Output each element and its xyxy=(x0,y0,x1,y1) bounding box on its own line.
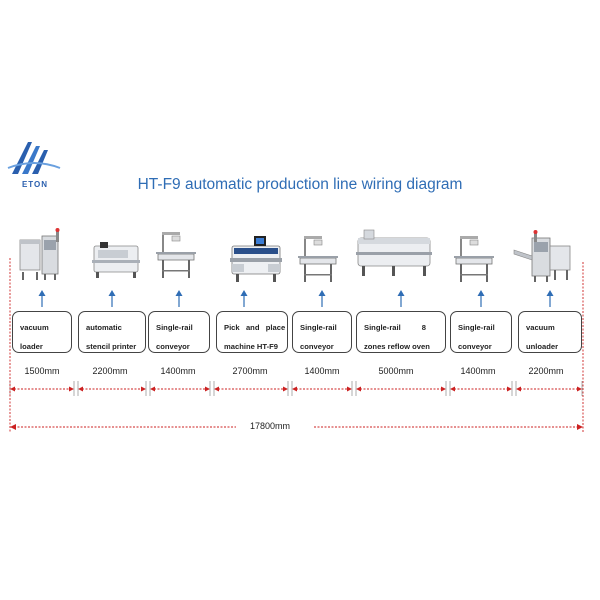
dimension-arrowhead-left xyxy=(150,386,155,392)
dimension-arrowhead-right xyxy=(441,386,446,392)
total-length-label: 17800mm xyxy=(249,421,291,431)
station-box-conveyor-2: Single-rail conveyor xyxy=(292,311,352,353)
up-arrow-head xyxy=(546,290,554,296)
station-box-pick-and-place: Pick and place machine HT-F9 xyxy=(216,311,288,353)
station-box-reflow-oven: Single-rail 8 zones reflow oven xyxy=(356,311,446,353)
station-label-line: Pick and place xyxy=(224,323,286,332)
station-box-vacuum-unloader: vacuum unloader xyxy=(518,311,582,353)
length-label-pick-and-place: 2700mm xyxy=(232,366,268,376)
dimension-arrowhead-left xyxy=(10,386,15,392)
dimension-arrowhead-right xyxy=(205,386,210,392)
up-arrow-head xyxy=(108,290,116,296)
diagram-title: HT-F9 automatic production line wiring d… xyxy=(137,176,463,193)
length-label-conveyor-1: 1400mm xyxy=(160,366,196,376)
loader-machine-icon xyxy=(19,228,60,280)
station-box-conveyor-3: Single-rail conveyor xyxy=(450,311,512,353)
dimension-arrowhead-left xyxy=(292,386,297,392)
station-label-line: conveyor xyxy=(300,342,334,351)
dimension-arrowhead-left xyxy=(516,386,521,392)
station-box-conveyor-1: Single-rail conveyor xyxy=(148,311,210,353)
dimension-arrowhead-left xyxy=(356,386,361,392)
up-arrow-head xyxy=(240,290,248,296)
station-label-line: vacuum xyxy=(526,323,555,332)
dimension-arrowhead-right xyxy=(577,386,582,392)
dimension-arrowhead-left xyxy=(450,386,455,392)
station-box-vacuum-loader: vacuum loader xyxy=(12,311,72,353)
up-arrow-head xyxy=(318,290,326,296)
reflow-oven-icon xyxy=(356,229,432,276)
up-arrow-head xyxy=(38,290,46,296)
dimension-arrowhead-right xyxy=(507,386,512,392)
dimension-arrowhead-right xyxy=(141,386,146,392)
station-label-line: vacuum xyxy=(20,323,49,332)
up-arrow-head xyxy=(175,290,183,296)
conveyor-icon xyxy=(454,236,494,282)
station-label-line: conveyor xyxy=(458,342,492,351)
up-arrow-head xyxy=(397,290,405,296)
up-arrow-head xyxy=(477,290,485,296)
length-label-reflow-oven: 5000mm xyxy=(378,366,414,376)
station-label-line: conveyor xyxy=(156,342,190,351)
conveyor-icon xyxy=(156,232,196,278)
station-label-line: Single-rail xyxy=(156,323,193,332)
station-label-line: Single-rail xyxy=(458,323,495,332)
station-label-line: loader xyxy=(20,342,43,351)
conveyor-icon xyxy=(298,236,338,282)
pick-and-place-icon xyxy=(230,236,282,282)
eton-logo-icon xyxy=(7,142,61,174)
station-label-line: Single-rail 8 xyxy=(364,323,427,332)
dimension-arrowhead-right xyxy=(69,386,74,392)
dimension-arrowhead-right xyxy=(347,386,352,392)
length-label-conveyor-3: 1400mm xyxy=(460,366,496,376)
station-label-line: automatic xyxy=(86,323,122,332)
dimension-arrowhead-left xyxy=(78,386,83,392)
station-label-line: Single-rail xyxy=(300,323,337,332)
station-label-line: stencil printer xyxy=(86,342,137,351)
length-label-vacuum-loader: 1500mm xyxy=(24,366,60,376)
dimension-arrowhead-left xyxy=(214,386,219,392)
total-arrowhead-left xyxy=(10,424,16,430)
station-label-line: machine HT-F9 xyxy=(224,342,279,351)
station-label-line: zones reflow oven xyxy=(364,342,430,351)
length-label-vacuum-unloader: 2200mm xyxy=(528,366,564,376)
dimension-arrowhead-right xyxy=(283,386,288,392)
logo-text: ETON xyxy=(21,180,49,189)
station-box-stencil-printer: automatic stencil printer xyxy=(78,311,146,353)
length-label-stencil-printer: 2200mm xyxy=(92,366,128,376)
length-label-conveyor-2: 1400mm xyxy=(304,366,340,376)
unloader-machine-icon xyxy=(513,230,571,282)
stencil-printer-icon xyxy=(92,242,140,278)
station-label-line: unloader xyxy=(526,342,559,351)
total-arrowhead-right xyxy=(577,424,583,430)
